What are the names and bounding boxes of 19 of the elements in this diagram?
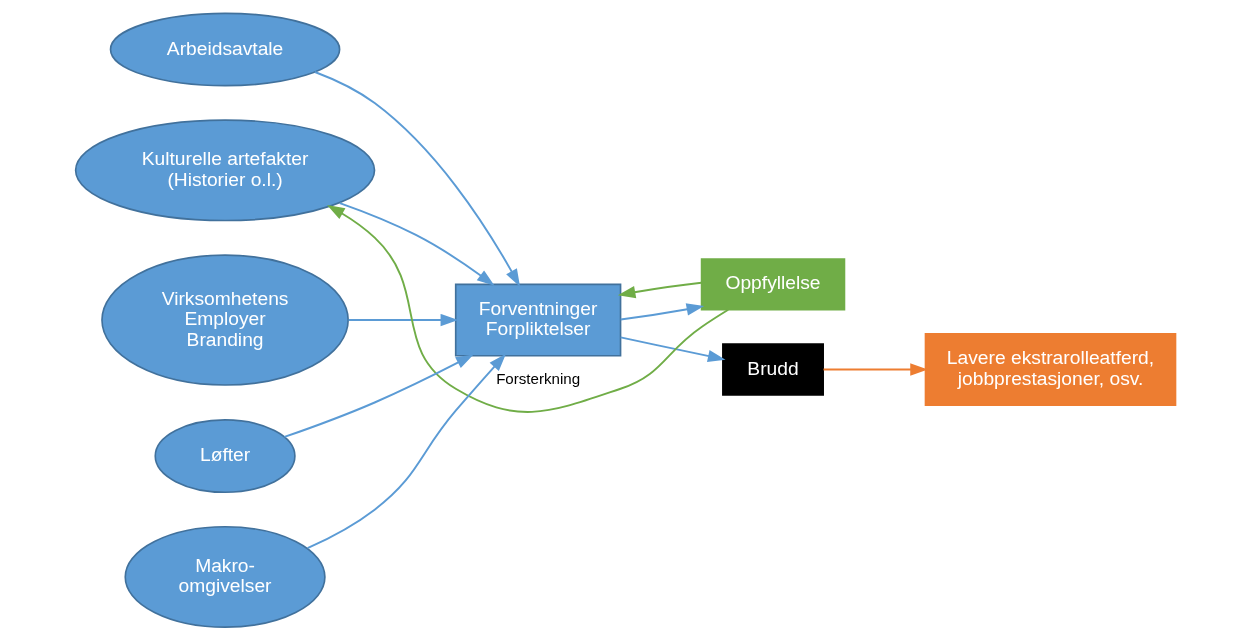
- node-ellipse: Løfter: [154, 419, 296, 494]
- arrow: [347, 313, 459, 327]
- node-ellipse: Makro- omgivelser: [124, 525, 326, 628]
- node-box: Oppfyllelse: [700, 258, 846, 311]
- edge-label: Forsterkning: [496, 370, 581, 388]
- node-box: Brudd: [722, 343, 824, 396]
- node-ellipse: Virksomhetens Employer Branding: [101, 254, 349, 386]
- arrow: [619, 336, 726, 363]
- node-box: Forventninger Forpliktelser: [454, 283, 622, 357]
- arrow: [306, 353, 506, 550]
- arrow: [327, 205, 730, 413]
- arrow: [314, 71, 521, 287]
- arrow: [283, 354, 474, 438]
- node-ellipse: Arbeidsavtale: [109, 12, 341, 87]
- arrow: [617, 281, 703, 299]
- arrow: [338, 202, 495, 286]
- arrow: [822, 363, 928, 376]
- arrow: [619, 303, 705, 321]
- node-box: Lavere ekstrarolleatferd, jobbprestasjoner, osv.: [924, 333, 1177, 407]
